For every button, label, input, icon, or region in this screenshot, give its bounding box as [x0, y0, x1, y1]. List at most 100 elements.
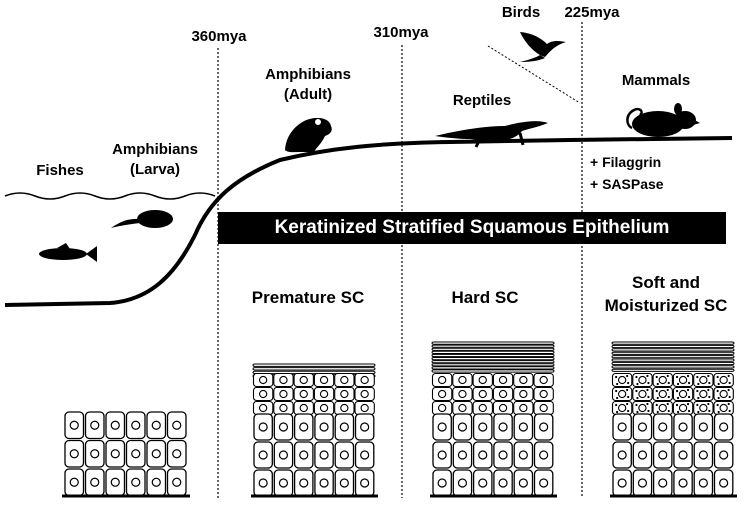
hard-stack-nucleus [498, 450, 508, 460]
soft-stack-granule [675, 389, 679, 393]
label-fishes: Fishes [36, 162, 84, 179]
hard-stack-nucleus [437, 478, 447, 488]
premature-stack-granular-nucleus [299, 403, 308, 413]
hard-stack-nucleus [437, 422, 447, 432]
tadpole-icon [111, 210, 173, 228]
soft-stack-sc-layer [611, 361, 735, 366]
soft-stack-granule [627, 409, 630, 413]
soft-stack-granule [647, 395, 650, 399]
soft-stack-nucleus [678, 478, 688, 488]
hard-stack-nucleus [498, 478, 508, 488]
soft-stack-granule [676, 410, 680, 414]
soft-stack-granule [656, 382, 659, 386]
label-reptiles: Reptiles [452, 92, 512, 109]
soft-stack-granule [728, 395, 731, 399]
fish-stack-nucleus [69, 477, 79, 487]
hard-stack-nucleus [478, 422, 488, 432]
soft-stack-granular-nucleus [638, 389, 647, 399]
hard-stack-sc-layer [431, 347, 555, 351]
soft-stack-nucleus [617, 422, 627, 432]
soft-stack-sc-layer [611, 365, 735, 369]
soft-stack-granule [616, 410, 619, 414]
soft-stack-granule [647, 381, 650, 385]
soft-stack-granular-nucleus [658, 375, 667, 385]
fish-icon [39, 243, 97, 262]
hard-stack-sc-layer [431, 363, 555, 367]
soft-stack-granule [656, 396, 659, 400]
soft-stack-granule [636, 382, 639, 386]
premature-stack-nucleus [278, 422, 289, 432]
label-360mya: 360mya [191, 28, 247, 45]
label-225mya: 225mya [564, 4, 620, 21]
soft-stack-granule [696, 403, 699, 407]
fish-stack-nucleus [90, 449, 100, 459]
soft-stack-granule [667, 395, 670, 399]
hard-stack-sc-layer [431, 369, 555, 373]
hard-stack-granular-nucleus [478, 403, 487, 413]
hard-stack-granular-nucleus [539, 375, 548, 385]
soft-stack-nucleus [678, 422, 688, 432]
fish-stack-nucleus [110, 477, 120, 487]
soft-stack-nucleus [658, 478, 668, 488]
hard-stack-sc-layer [431, 366, 555, 370]
soft-stack-sc-layer [611, 355, 735, 359]
soft-stack-granule [697, 410, 700, 414]
premature-stack-granular-nucleus [279, 403, 288, 413]
premature-stack-granular-nucleus [258, 389, 268, 399]
hard-stack-granular-nucleus [437, 375, 447, 385]
premature-stack-sc-layer [252, 363, 376, 367]
gain-saspase: + SASPase [590, 176, 664, 192]
soft-stack-granule [708, 381, 711, 385]
soft-stack-granule [697, 382, 700, 386]
soft-stack-granule [717, 410, 720, 414]
premature-stack-granular-nucleus [279, 389, 288, 399]
hard-stack-nucleus [539, 450, 549, 460]
soft-stack-granule [707, 388, 710, 392]
hard-stack-granular-nucleus [437, 389, 447, 399]
hard-stack-sc-layer [431, 341, 555, 345]
premature-stack-nucleus [339, 450, 349, 460]
epidermis-stacks [62, 341, 737, 498]
fish-stack-nucleus [131, 477, 141, 487]
premature-stack-granular-nucleus [340, 403, 349, 413]
soft-stack-granule [636, 396, 639, 400]
lizard-icon [435, 121, 548, 148]
premature-stack-nucleus [299, 450, 309, 460]
hard-stack-nucleus [478, 478, 488, 488]
soft-stack-granular-nucleus [699, 389, 708, 399]
hard-stack-granular-nucleus [458, 375, 467, 385]
soft-stack-granular-nucleus [719, 375, 728, 385]
soft-stack-sc-layer [611, 341, 735, 345]
premature-stack-granular-nucleus [279, 375, 288, 385]
label-birds: Birds [501, 4, 541, 21]
soft-stack-granule [667, 381, 670, 385]
fish-stack-nucleus [151, 477, 161, 487]
soft-stack-granule [615, 403, 618, 407]
fish-stack-nucleus [90, 420, 100, 430]
premature-stack-granular-nucleus [319, 403, 329, 413]
soft-stack-granular-nucleus [678, 403, 688, 413]
mouse-icon [626, 103, 700, 137]
hard-stack-granular-nucleus [498, 375, 508, 385]
soft-stack-sc-layer [611, 344, 735, 349]
fish-stack-nucleus [69, 420, 79, 430]
soft-stack-sc-layer [611, 358, 735, 362]
hard-stack-nucleus [518, 450, 528, 460]
premature-stack-granular-nucleus [319, 389, 329, 399]
soft-stack-granular-nucleus [658, 403, 667, 413]
soft-stack-nucleus [719, 450, 729, 460]
premature-stack-granular-nucleus [360, 403, 369, 413]
soft-stack-nucleus [617, 478, 627, 488]
label-amphibians-adult-2: (Adult) [283, 86, 333, 103]
soft-stack-granule [636, 410, 639, 414]
label-soft-sc-1: Soft and [632, 273, 700, 292]
soft-stack-granule [615, 375, 618, 379]
soft-stack-granule [675, 375, 679, 379]
hard-stack-nucleus [478, 450, 488, 460]
hard-stack-nucleus [539, 478, 549, 488]
soft-stack-granule [666, 388, 669, 392]
soft-stack-granule [615, 389, 618, 393]
soft-stack-granule [687, 395, 691, 399]
soft-stack-nucleus [637, 478, 648, 488]
soft-stack-granule [635, 389, 638, 393]
